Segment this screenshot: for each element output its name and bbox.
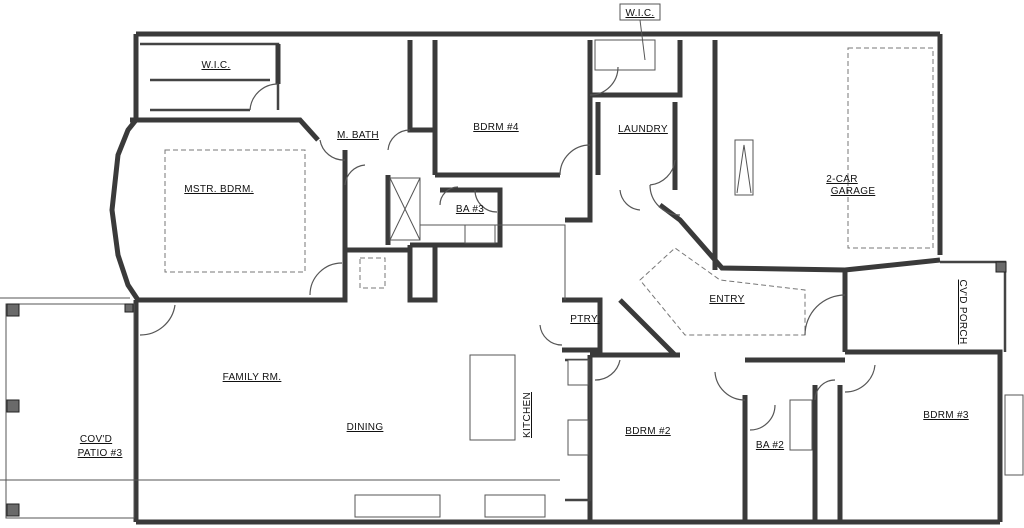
door-swings: [139, 66, 876, 431]
label-wic-left: W.I.C.: [201, 60, 230, 71]
label-wic-top: W.I.C.: [625, 8, 654, 19]
label-pantry: PTRY.: [570, 314, 599, 325]
range: [567, 419, 589, 456]
post-icon: [6, 399, 20, 413]
label-family-room: FAMILY RM.: [223, 372, 282, 383]
master-tray-ceiling: [164, 149, 306, 273]
label-patio-line1: COV'D: [80, 434, 112, 445]
hall-niche: [359, 257, 386, 289]
window-box: [1004, 394, 1024, 476]
toilet-ba3: [464, 224, 496, 244]
post-icon: [6, 503, 20, 517]
label-garage-line1: 2-CAR: [826, 174, 858, 185]
fixtures: [354, 39, 1024, 518]
covered-patio: [5, 303, 135, 519]
label-laundry: LAUNDRY: [618, 124, 668, 135]
label-garage-line2: GARAGE: [831, 186, 876, 197]
garage-stair: [734, 139, 754, 196]
exterior-walls: [109, 31, 1003, 525]
label-bath3: BA #3: [456, 204, 484, 215]
post-icon: [6, 303, 20, 317]
refrigerator: [567, 359, 589, 386]
label-covered-porch: CV'D PORCH: [957, 280, 968, 345]
label-kitchen: KITCHEN: [522, 392, 533, 438]
vanity: [789, 399, 813, 451]
entry-ceiling-outline: [639, 247, 806, 336]
label-master-bedroom: MSTR. BDRM.: [184, 184, 253, 195]
label-dining: DINING: [347, 422, 384, 433]
room-labels: W.I.C. W.I.C. M. BATH BDRM #4 LAUNDRY MS…: [78, 3, 969, 459]
label-entry: ENTRY: [709, 294, 744, 305]
label-bedroom4: BDRM #4: [473, 122, 519, 133]
label-bedroom2: BDRM #2: [625, 426, 671, 437]
post-icon: [124, 303, 134, 313]
washer-dryer: [594, 39, 656, 71]
buffet: [484, 494, 546, 518]
label-patio-line2: PATIO #3: [78, 448, 123, 459]
hutch: [354, 494, 441, 518]
label-master-bath: M. BATH: [337, 130, 379, 141]
post-icon: [995, 261, 1007, 273]
kitchen-island: [469, 354, 516, 441]
label-bedroom3: BDRM #3: [923, 410, 969, 421]
garage-ceiling-outline: [847, 47, 934, 249]
label-bath2: BA #2: [756, 440, 784, 451]
